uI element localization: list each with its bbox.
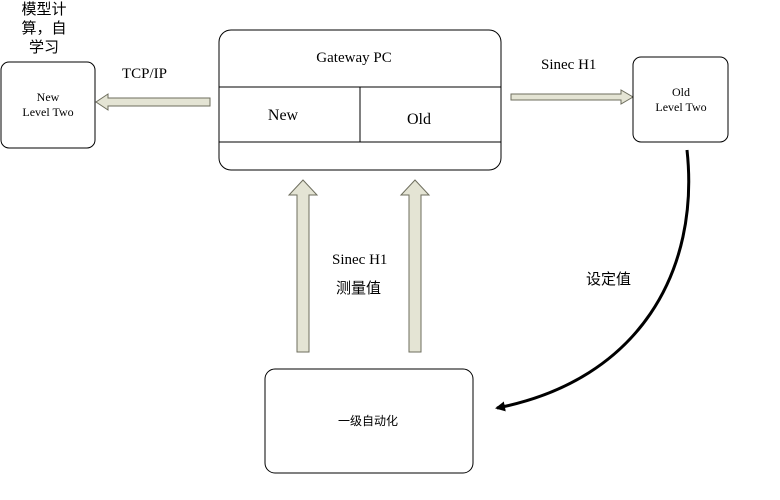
new-level-two-line1: New — [37, 90, 60, 104]
model-calc-label-1: 模型计 — [21, 1, 66, 18]
setpoint-label: 设定值 — [586, 271, 631, 288]
gateway-pc-node: Gateway PC New Old — [218, 29, 502, 171]
old-level-two-line1: Old — [672, 85, 690, 99]
measured-arrow-left — [287, 179, 319, 353]
sinec-top-arrow — [510, 89, 634, 105]
measured-arrow-right — [399, 179, 431, 353]
measured-value-label: 测量值 — [336, 280, 381, 297]
old-level-two-line2: Level Two — [655, 100, 706, 114]
setpoint-curve-arrow — [495, 149, 691, 412]
sinec-mid-label: Sinec H1 — [332, 252, 387, 268]
model-calc-label-2: 算，自 — [21, 19, 66, 37]
level-one-node: 一级自动化 — [264, 368, 474, 474]
model-calc-label-3: 学习 — [29, 39, 59, 56]
gateway-pc-title: Gateway PC — [316, 50, 391, 66]
old-level-two-node: Old Level Two — [632, 56, 729, 143]
new-level-two-line2: Level Two — [22, 105, 73, 119]
gateway-old-cell: Old — [407, 111, 431, 128]
level-one-label: 一级自动化 — [338, 414, 398, 428]
tcp-ip-label: TCP/IP — [122, 66, 167, 82]
sinec-top-label: Sinec H1 — [541, 57, 596, 73]
gateway-new-cell: New — [268, 107, 299, 124]
tcp-ip-arrow — [95, 93, 211, 111]
new-level-two-node: New Level Two — [0, 61, 96, 149]
